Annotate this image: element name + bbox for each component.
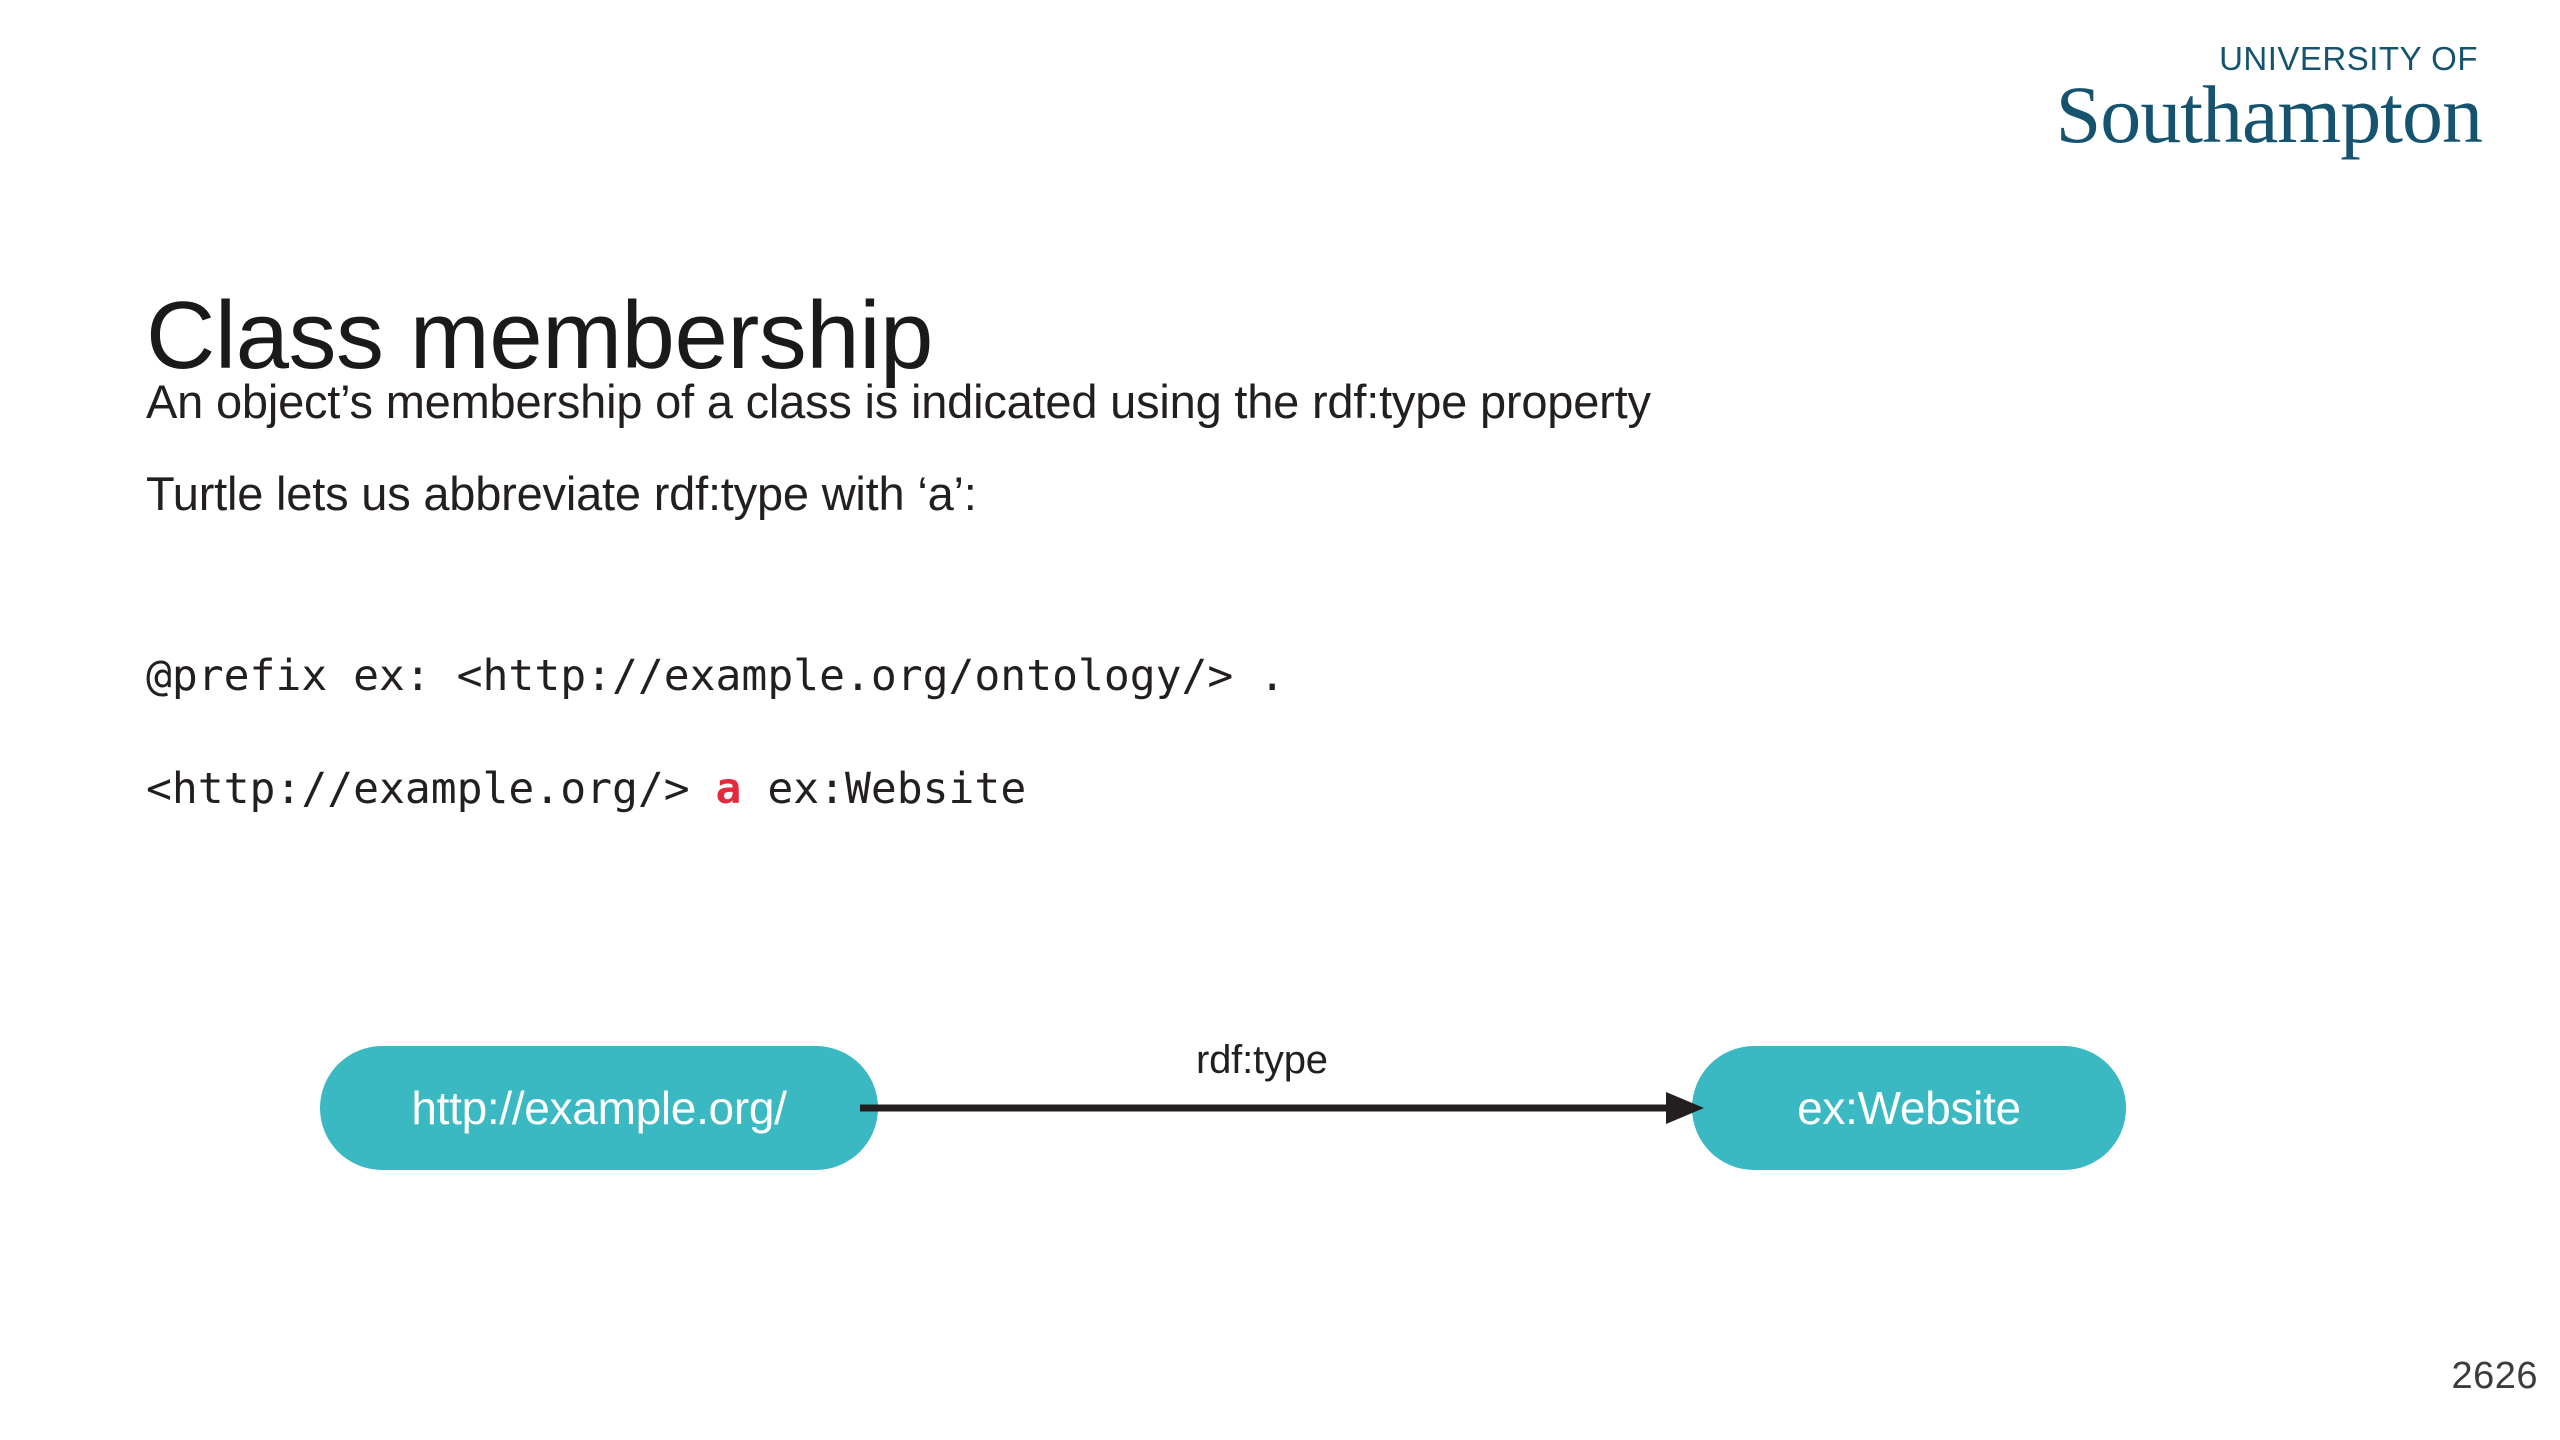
- code-subject-text: <http://example.org/>: [146, 764, 716, 814]
- logo-southampton-text: Southampton: [2055, 69, 2483, 160]
- code-object-text: ex:Website: [741, 764, 1027, 814]
- body-paragraph-1: An object’s membership of a class is ind…: [146, 375, 1651, 428]
- graph-node-subject-label: http://example.org/: [411, 1082, 787, 1134]
- graph-node-subject: http://example.org/: [320, 1046, 878, 1170]
- university-logo: UNIVERSITY OF Southampton: [2055, 40, 2483, 160]
- graph-node-object-label: ex:Website: [1797, 1082, 2021, 1134]
- page-title: Class membership: [146, 282, 933, 390]
- body-paragraph-2: Turtle lets us abbreviate rdf:type with …: [146, 467, 977, 520]
- code-line-prefix: @prefix ex: <http://example.org/ontology…: [146, 651, 1286, 701]
- code-keyword-a: a: [715, 764, 742, 814]
- graph-node-object: ex:Website: [1692, 1046, 2126, 1170]
- logo-university-of-text: UNIVERSITY OF: [2219, 40, 2478, 77]
- page-number: 2626: [2451, 1355, 2538, 1397]
- graph-edge-label: rdf:type: [1196, 1038, 1328, 1082]
- graph-edge-arrow-icon: [860, 1092, 1704, 1124]
- code-line-triple: <http://example.org/> a ex:Website: [146, 764, 1026, 814]
